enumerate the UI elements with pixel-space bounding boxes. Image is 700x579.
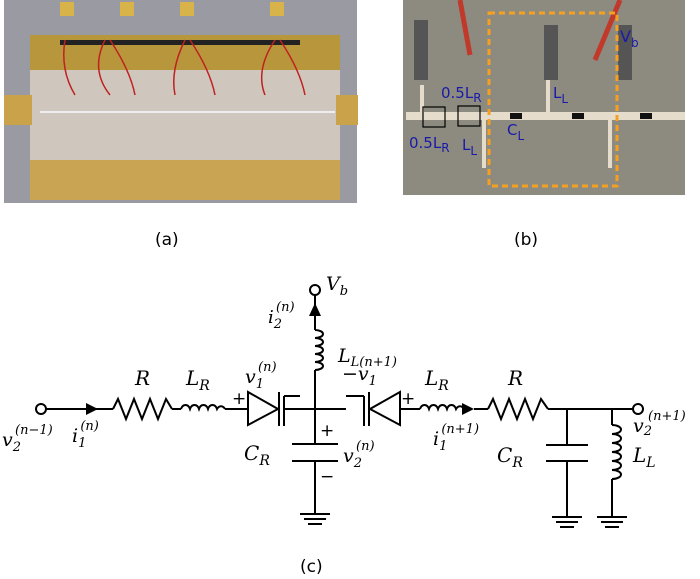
- label-v2n1: v2(n+1): [633, 409, 686, 439]
- diode-left: [247, 390, 281, 427]
- label-ll-left: LL: [462, 136, 477, 158]
- current-arrow-i1n: [86, 403, 98, 415]
- label-0-5lr-bottom: 0.5LR: [409, 134, 450, 155]
- label-ll-mid: LL(n+1): [337, 345, 397, 370]
- label-r-right: R: [507, 366, 523, 390]
- label-neg-v1n1: −v1: [342, 363, 377, 389]
- ground-right-1: [552, 516, 582, 528]
- plus-sign-left: +: [232, 389, 246, 409]
- circuit-diagram: Vb i2(n) R LR v1(n) LL(n+1) −v1 LR R v2(…: [2, 273, 686, 528]
- half-lr-box-right: [457, 105, 481, 127]
- unit-cell-dashed-box: [487, 11, 619, 188]
- resistor-right: [487, 396, 549, 422]
- half-lr-box-left: [422, 106, 446, 128]
- label-cl: CL: [507, 121, 524, 143]
- minus-sign-cr: −: [320, 467, 334, 487]
- sma-connector-left: [4, 95, 32, 125]
- inductor-lr-left: [180, 404, 226, 413]
- label-ll-right: LL: [553, 84, 568, 106]
- ground-mid: [300, 513, 330, 525]
- terminal-vb: [309, 284, 321, 296]
- label-r-left: R: [134, 366, 150, 390]
- label-i1n1: i1(n+1): [433, 422, 479, 454]
- caption-a: (a): [155, 230, 179, 250]
- inductor-ll-shunt: [611, 424, 622, 480]
- label-ll-right: LL: [632, 443, 656, 471]
- current-arrow-i2n: [309, 303, 321, 316]
- label-i2n: i2(n): [268, 300, 295, 332]
- photo-b-unit-cell: 0.5LR 0.5LR LL LL CL Vb: [403, 0, 685, 195]
- terminal-left: [35, 403, 47, 415]
- resistor-left: [112, 396, 173, 422]
- label-vb: Vb: [326, 273, 348, 299]
- current-arrow-i1n1: [462, 403, 474, 415]
- label-cr-right: CR: [497, 443, 523, 471]
- inductor-lr-right: [419, 404, 465, 413]
- caption-c: (c): [300, 557, 323, 577]
- diode-right: [367, 390, 401, 427]
- label-v2nm1: v2(n−1): [2, 423, 53, 455]
- terminal-right: [632, 403, 644, 415]
- label-0-5lr-top: 0.5LR: [441, 84, 482, 105]
- label-vb-photo: Vb: [620, 27, 639, 50]
- label-cr-mid: CR: [244, 441, 270, 469]
- plus-sign-cr: +: [320, 421, 334, 441]
- inductor-ll-vertical: [314, 329, 324, 371]
- bias-wire: [60, 40, 300, 45]
- plus-sign-right: +: [401, 389, 415, 409]
- label-v2n: v2(n): [343, 439, 375, 471]
- label-i1n: i1(n): [72, 419, 99, 451]
- label-lr-left: LR: [185, 366, 210, 394]
- label-v1n: v1(n): [245, 360, 277, 392]
- ground-right-2: [597, 516, 627, 528]
- caption-b: (b): [514, 230, 538, 250]
- sma-connector-right: [336, 95, 358, 125]
- label-lr-right: LR: [424, 366, 449, 394]
- photo-a-fabricated-line: [4, 0, 358, 203]
